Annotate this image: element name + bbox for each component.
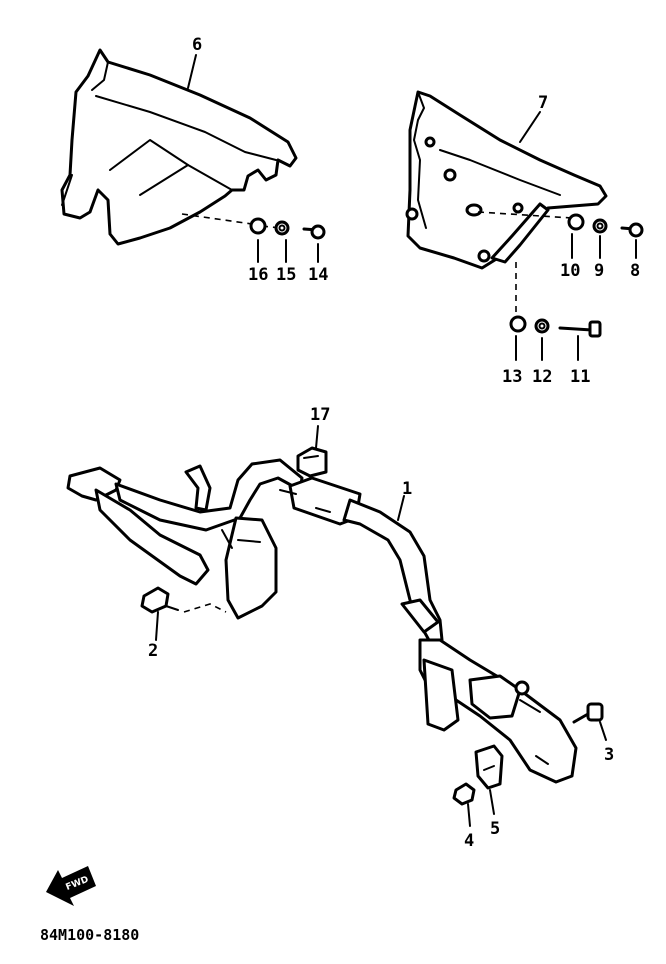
fasteners-lower-7: [509, 315, 602, 338]
fasteners-7: [567, 213, 644, 238]
drawing-code: 84M100-8180: [40, 926, 139, 944]
fasteners-6: [181, 213, 326, 240]
part-2-damper: [140, 586, 227, 614]
callout-17: 17: [310, 405, 330, 425]
part-3-bolt: [572, 702, 604, 724]
callout-15: 15: [276, 265, 296, 285]
part-17-clip: [296, 446, 328, 478]
callout-6: 6: [192, 35, 202, 55]
callout-12: 12: [532, 367, 552, 387]
callout-2: 2: [148, 641, 158, 661]
part-1-stay: [66, 458, 578, 784]
callout-10: 10: [560, 261, 580, 281]
callout-9: 9: [594, 261, 604, 281]
callout-8: 8: [630, 261, 640, 281]
part-6-cover: [60, 48, 298, 246]
callout-7: 7: [538, 93, 548, 113]
callout-16: 16: [248, 265, 268, 285]
part-5-bracket: [474, 744, 504, 790]
callout-14: 14: [308, 265, 328, 285]
part-4-nut: [452, 782, 476, 806]
callout-labels: 6 7 16 15 14 10 9 8 13 12 11 17 1 2 3 4 …: [148, 35, 640, 851]
part-7-cover: [405, 90, 608, 315]
callout-1: 1: [402, 479, 412, 499]
forward-arrow-icon: FWD: [46, 866, 96, 906]
leader-lines: [155, 54, 637, 827]
callout-3: 3: [604, 745, 614, 765]
callout-11: 11: [570, 367, 590, 387]
callout-5: 5: [490, 819, 500, 839]
callout-4: 4: [464, 831, 474, 851]
callout-13: 13: [502, 367, 522, 387]
